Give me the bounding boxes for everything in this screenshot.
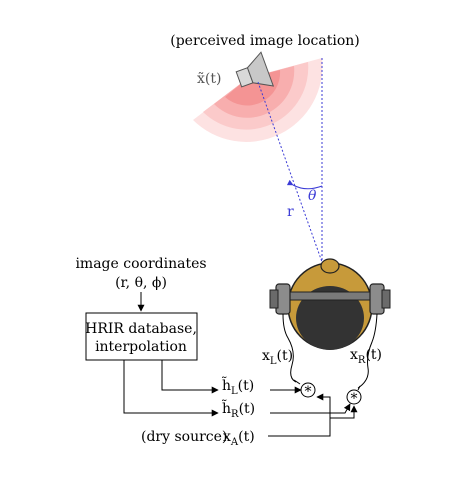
right-cable [357, 313, 378, 389]
left-output-link [293, 379, 301, 385]
r-label: r [287, 204, 294, 220]
hrir-box-line2: interpolation [95, 339, 187, 355]
loudspeaker-icon [235, 51, 275, 88]
dry-source-label: (dry source) [141, 429, 227, 445]
source-label: x̃(t) [197, 71, 221, 87]
hR-to-conv-line [270, 403, 351, 414]
hrir-box-line1: HRIR database, [85, 321, 197, 337]
hR-arrow [123, 360, 219, 417]
xR-label: xR(t) [350, 347, 382, 366]
image-coordinates-label: image coordinates [75, 256, 206, 272]
hR-label: h̃R(t) [222, 399, 255, 420]
right-output-link [357, 385, 361, 391]
perceived-image-caption: (perceived image location) [170, 33, 360, 49]
xA-label: xA(t) [223, 429, 255, 448]
svg-text:*: * [305, 384, 312, 400]
xL-label: xL(t) [262, 348, 293, 367]
hL-label: h̃L(t) [222, 376, 254, 397]
coords-tuple: (r, θ, ϕ) [115, 275, 167, 291]
xA-to-left-conv [268, 393, 331, 437]
listener-head [269, 258, 391, 350]
convolution-node-left: * [300, 382, 316, 400]
theta-arc [286, 179, 323, 190]
hL-arrow [161, 360, 219, 394]
hrir-database-box [85, 312, 198, 361]
convolution-node-right: * [346, 389, 362, 407]
left-cable [282, 313, 297, 383]
svg-text:*: * [351, 391, 358, 407]
xA-to-right-conv [330, 405, 358, 419]
theta-label: θ [308, 188, 317, 204]
